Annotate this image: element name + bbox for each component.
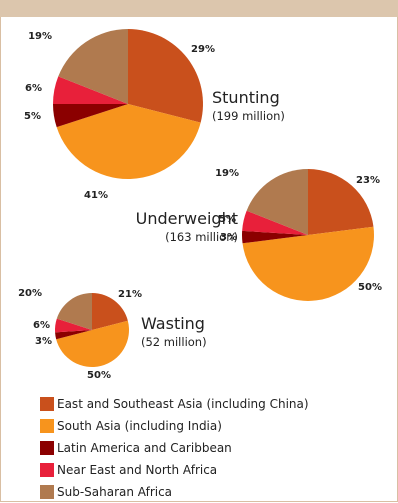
pie-subtitle-underweight: (163 million) xyxy=(165,230,238,244)
slice-east-southeast-asia xyxy=(128,29,203,123)
slice-latin-america xyxy=(241,230,308,244)
legend-label: Sub-Saharan Africa xyxy=(57,485,173,499)
pie-wasting: 21% 50% 3% 6% 20% xyxy=(18,288,142,381)
pie-title-underweight: Underweight xyxy=(136,209,238,228)
pct-label-latin-america: 3% xyxy=(35,336,52,347)
pct-label-south-asia: 41% xyxy=(84,190,108,201)
pie-stunting: 29% 41% 5% 6% 19% xyxy=(24,29,215,201)
legend-swatch xyxy=(40,419,54,433)
legend-item-sub-saharan-africa: Sub-Saharan Africa xyxy=(40,481,309,503)
slice-sub-saharan-africa xyxy=(58,29,128,104)
slice-south-asia xyxy=(242,226,374,301)
slice-latin-america xyxy=(55,330,92,340)
legend-swatch xyxy=(40,441,54,455)
slice-latin-america xyxy=(53,104,128,128)
legend-swatch xyxy=(40,397,54,411)
slice-near-east-north-africa xyxy=(53,76,128,104)
pie-charts: 29% 41% 5% 6% 19% 23% 50% 3% 5% 19% 21% 50% 3% 6% 20… xyxy=(18,29,382,381)
legend-item-latin-america: Latin America and Caribbean xyxy=(40,437,309,459)
slice-east-southeast-asia xyxy=(92,293,128,330)
pct-label-sub-saharan-africa: 19% xyxy=(215,168,239,179)
slice-south-asia xyxy=(56,320,130,368)
pct-label-latin-america: 3% xyxy=(220,232,237,243)
legend-label: East and Southeast Asia (including China… xyxy=(57,397,309,411)
slice-east-southeast-asia xyxy=(308,169,374,235)
legend-item-south-asia: South Asia (including India) xyxy=(40,415,309,437)
slice-near-east-north-africa xyxy=(242,210,308,235)
pct-label-sub-saharan-africa: 20% xyxy=(18,288,42,299)
pct-label-sub-saharan-africa: 19% xyxy=(28,31,52,42)
pct-label-south-asia: 50% xyxy=(87,370,111,381)
pct-label-near-east-north-africa: 5% xyxy=(219,214,236,225)
pie-subtitle-wasting: (52 million) xyxy=(141,335,207,349)
legend-label: South Asia (including India) xyxy=(57,419,222,433)
pct-label-south-asia: 50% xyxy=(358,282,382,293)
legend-label: Near East and North Africa xyxy=(57,463,218,477)
pct-label-east-southeast-asia: 21% xyxy=(118,289,142,300)
slice-sub-saharan-africa xyxy=(56,293,92,330)
slice-sub-saharan-africa xyxy=(246,169,308,235)
pct-label-east-southeast-asia: 23% xyxy=(356,175,380,186)
pie-title-stunting: Stunting xyxy=(212,88,280,107)
pie-underweight: 23% 50% 3% 5% 19% xyxy=(215,168,382,301)
legend-item-near-east-north-africa: Near East and North Africa xyxy=(40,459,309,481)
pie-title-wasting: Wasting xyxy=(141,314,205,333)
legend-item-east-southeast-asia: East and Southeast Asia (including China… xyxy=(40,393,309,415)
legend-swatch xyxy=(40,463,54,477)
slice-near-east-north-africa xyxy=(54,318,92,333)
legend: East and Southeast Asia (including China… xyxy=(40,393,309,503)
pie-subtitle-stunting: (199 million) xyxy=(212,109,285,123)
pct-label-latin-america: 5% xyxy=(24,111,41,122)
legend-label: Latin America and Caribbean xyxy=(57,441,232,455)
pct-label-near-east-north-africa: 6% xyxy=(33,320,50,331)
pct-label-near-east-north-africa: 6% xyxy=(25,83,42,94)
slice-south-asia xyxy=(56,104,201,179)
header-band xyxy=(0,0,398,17)
pct-label-east-southeast-asia: 29% xyxy=(191,44,215,55)
legend-swatch xyxy=(40,485,54,499)
